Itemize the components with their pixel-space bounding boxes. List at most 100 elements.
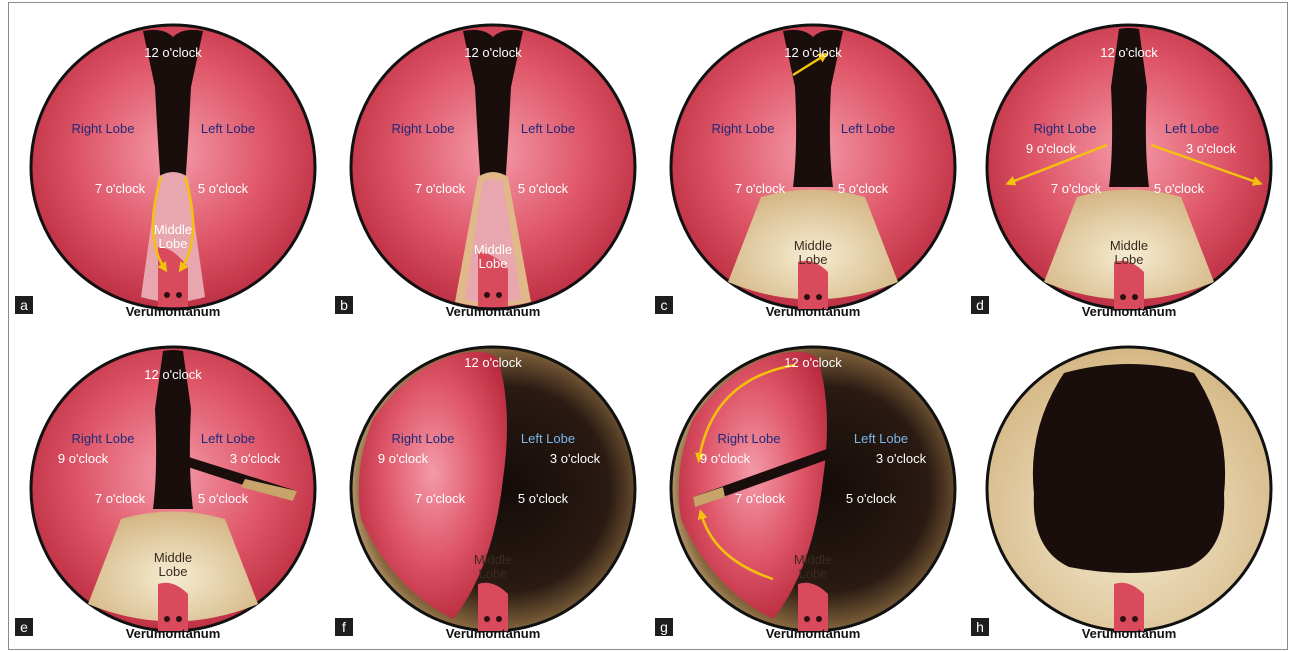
panel-a: 12 o'clock Right Lobe Left Lobe 7 o'cloc… [13,7,333,327]
label-middle-lobe-2: Lobe [799,252,828,267]
label-middle-lobe-2: Lobe [479,566,508,581]
label-9-oclock: 9 o'clock [700,451,751,466]
panel-f: 12 o'clock Right Lobe Left Lobe 9 o'cloc… [333,329,653,649]
panel-c-illustration: 12 o'clock Right Lobe Left Lobe 7 o'cloc… [653,7,973,327]
label-middle-lobe-2: Lobe [159,564,188,579]
verumontanum-mound [1114,583,1144,631]
figure-frame: 12 o'clock Right Lobe Left Lobe 7 o'cloc… [8,2,1288,650]
verumontanum-dot [164,292,170,298]
label-left-lobe: Left Lobe [1165,121,1219,136]
label-7-oclock: 7 o'clock [415,491,466,506]
panel-g: 12 o'clock Right Lobe Left Lobe 9 o'cloc… [653,329,973,649]
label-right-lobe: Right Lobe [1034,121,1097,136]
panel-caption: Verumontanum [653,626,973,641]
panel-c: 12 o'clock Right Lobe Left Lobe 7 o'cloc… [653,7,973,327]
verumontanum-mound [1114,261,1144,309]
verumontanum-dot [816,616,822,622]
verumontanum-dot [484,616,490,622]
label-middle-lobe-1: Middle [794,552,832,567]
verumontanum-dot [1120,616,1126,622]
panel-caption: Verumontanum [333,626,653,641]
label-right-lobe: Right Lobe [392,431,455,446]
panel-f-illustration: 12 o'clock Right Lobe Left Lobe 9 o'cloc… [333,329,653,649]
label-middle-lobe-1: Middle [1110,238,1148,253]
panel-h: h Verumontanum [969,329,1289,649]
label-right-lobe: Right Lobe [72,121,135,136]
label-5-oclock: 5 o'clock [518,181,569,196]
panel-caption: Verumontanum [13,626,333,641]
verumontanum-dot [1132,616,1138,622]
panel-b-illustration: 12 o'clock Right Lobe Left Lobe 7 o'cloc… [333,7,653,327]
label-middle-lobe-1: Middle [794,238,832,253]
panel-h-illustration [969,329,1289,649]
panel-caption: Verumontanum [653,304,973,319]
verumontanum-mound [478,583,508,631]
label-middle-lobe-1: Middle [154,550,192,565]
label-12-oclock: 12 o'clock [144,45,202,60]
panel-caption: Verumontanum [969,304,1289,319]
label-3-oclock: 3 o'clock [1186,141,1237,156]
label-5-oclock: 5 o'clock [518,491,569,506]
verumontanum-dot [496,292,502,298]
verumontanum-dot [176,292,182,298]
label-middle-lobe-2: Lobe [159,236,188,251]
label-left-lobe: Left Lobe [854,431,908,446]
label-12-oclock: 12 o'clock [464,45,522,60]
label-5-oclock: 5 o'clock [838,181,889,196]
verumontanum-dot [804,616,810,622]
label-3-oclock: 3 o'clock [876,451,927,466]
label-12-oclock: 12 o'clock [784,45,842,60]
label-middle-lobe-1: Middle [474,552,512,567]
verumontanum-mound [798,583,828,631]
label-left-lobe: Left Lobe [521,431,575,446]
panel-g-illustration: 12 o'clock Right Lobe Left Lobe 9 o'cloc… [653,329,973,649]
label-middle-lobe-2: Lobe [799,566,828,581]
label-12-oclock: 12 o'clock [784,355,842,370]
label-9-oclock: 9 o'clock [378,451,429,466]
panel-d-illustration: 12 o'clock Right Lobe Left Lobe 9 o'cloc… [969,7,1289,327]
label-7-oclock: 7 o'clock [735,491,786,506]
label-9-oclock: 9 o'clock [58,451,109,466]
label-5-oclock: 5 o'clock [1154,181,1205,196]
label-7-oclock: 7 o'clock [1051,181,1102,196]
label-right-lobe: Right Lobe [72,431,135,446]
label-5-oclock: 5 o'clock [846,491,897,506]
panel-a-illustration: 12 o'clock Right Lobe Left Lobe 7 o'cloc… [13,7,333,327]
verumontanum-dot [176,616,182,622]
label-7-oclock: 7 o'clock [415,181,466,196]
label-left-lobe: Left Lobe [201,121,255,136]
label-middle-lobe-2: Lobe [479,256,508,271]
label-right-lobe: Right Lobe [718,431,781,446]
resected-cavity [1033,364,1225,573]
verumontanum-mound [798,261,828,309]
label-left-lobe: Left Lobe [201,431,255,446]
panel-caption: Verumontanum [13,304,333,319]
label-9-oclock: 9 o'clock [1026,141,1077,156]
label-5-oclock: 5 o'clock [198,491,249,506]
label-12-oclock: 12 o'clock [1100,45,1158,60]
label-left-lobe: Left Lobe [841,121,895,136]
label-left-lobe: Left Lobe [521,121,575,136]
verumontanum-dot [804,294,810,300]
label-7-oclock: 7 o'clock [95,181,146,196]
verumontanum-dot [496,616,502,622]
label-12-oclock: 12 o'clock [144,367,202,382]
label-7-oclock: 7 o'clock [95,491,146,506]
verumontanum-dot [484,292,490,298]
verumontanum-dot [164,616,170,622]
label-12-oclock: 12 o'clock [464,355,522,370]
label-middle-lobe-1: Middle [474,242,512,257]
label-right-lobe: Right Lobe [392,121,455,136]
verumontanum-dot [1132,294,1138,300]
panel-caption: Verumontanum [969,626,1289,641]
verumontanum-mound [158,583,188,631]
panel-e: 12 o'clock Right Lobe Left Lobe 9 o'cloc… [13,329,333,649]
label-right-lobe: Right Lobe [712,121,775,136]
panel-caption: Verumontanum [333,304,653,319]
panel-b: 12 o'clock Right Lobe Left Lobe 7 o'cloc… [333,7,653,327]
verumontanum-dot [816,294,822,300]
verumontanum-dot [1120,294,1126,300]
label-3-oclock: 3 o'clock [230,451,281,466]
label-5-oclock: 5 o'clock [198,181,249,196]
label-middle-lobe-2: Lobe [1115,252,1144,267]
